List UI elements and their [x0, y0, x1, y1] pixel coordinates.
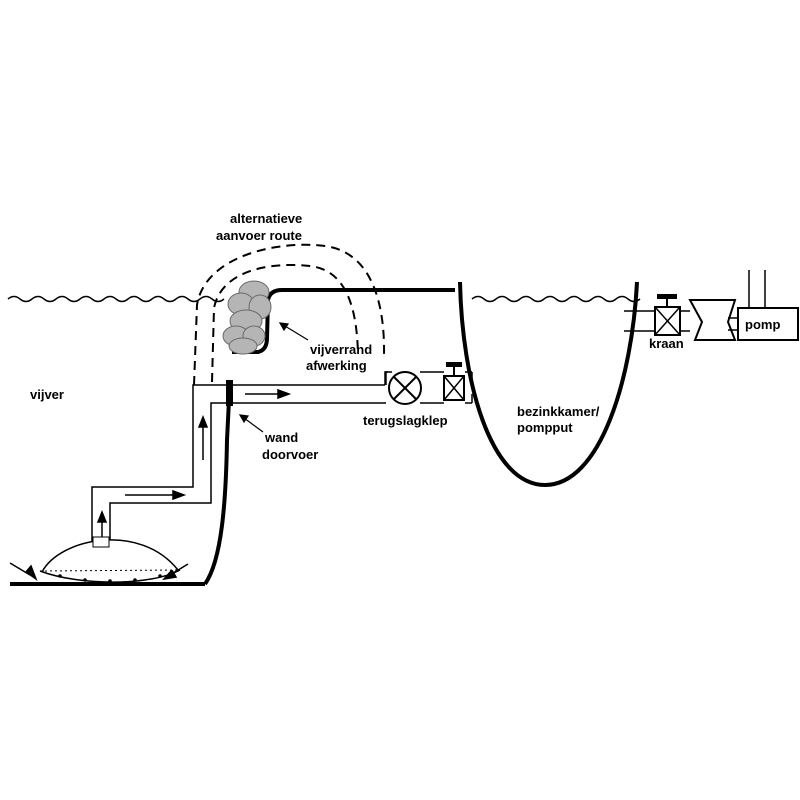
alt-route-inner [211, 263, 359, 383]
wall-passthrough [226, 380, 233, 406]
label-rim-2: afwerking [306, 358, 367, 373]
water-surface-left [7, 295, 225, 303]
pond-wall [203, 379, 232, 586]
label-alt-route-2: aanvoer route [216, 228, 302, 243]
label-pump: pomp [745, 317, 780, 332]
supply-pipe-outer [91, 384, 385, 545]
supply-pipe-inner [109, 402, 386, 545]
rim-stones [222, 280, 272, 355]
bottom-drain-dome [39, 536, 181, 583]
check-valve [388, 371, 422, 405]
pump-housing [688, 270, 799, 341]
gate-valve-chamber [443, 362, 465, 401]
alt-route-outer [193, 243, 386, 386]
flow-arrows [9, 388, 292, 582]
label-pond: vijver [30, 387, 64, 402]
label-rim-1: vijverrand [310, 342, 372, 357]
settling-chamber [458, 281, 639, 488]
label-wall-1: wand [264, 430, 298, 445]
label-check-valve: terugslagklep [363, 413, 448, 428]
label-alt-route-1: alternatieve [230, 211, 302, 226]
label-chamber-1: bezinkkamer/ [517, 404, 600, 419]
pointer-lines [238, 322, 309, 433]
pond-rim [232, 288, 455, 354]
pipe-to-chamber-top [385, 371, 392, 385]
label-tap: kraan [649, 336, 684, 351]
tap-valve [654, 294, 681, 336]
label-wall-2: doorvoer [262, 447, 318, 462]
water-surface-middle [471, 295, 641, 303]
label-chamber-2: pompput [517, 420, 573, 435]
